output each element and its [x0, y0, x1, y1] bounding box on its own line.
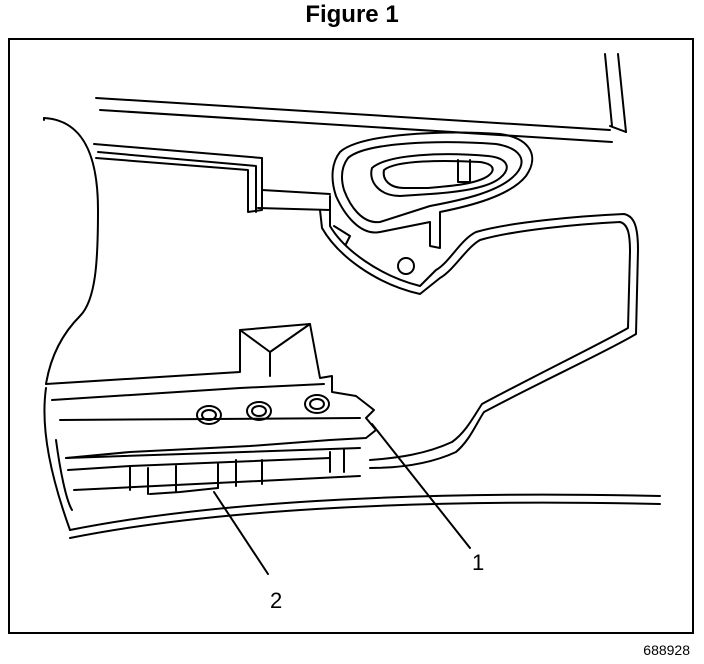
- callout-2-leader: [213, 491, 269, 575]
- figure-title: Figure 1: [305, 1, 399, 28]
- illustration-frame: [8, 38, 694, 634]
- callout-1-label: 1: [472, 550, 485, 575]
- callout-2-label: 2: [270, 588, 283, 613]
- callout-1-leader: [371, 423, 471, 549]
- door-handle-bezel: [331, 131, 534, 249]
- armrest-bracket: [45, 323, 377, 495]
- door-front-edge: [43, 117, 99, 385]
- inner-panel-outline: [319, 195, 639, 469]
- window-belt-lines: [95, 53, 627, 143]
- figure-id: 688928: [643, 642, 690, 658]
- upper-trim-strip: [93, 143, 331, 213]
- lower-rocker-lines: [43, 387, 661, 539]
